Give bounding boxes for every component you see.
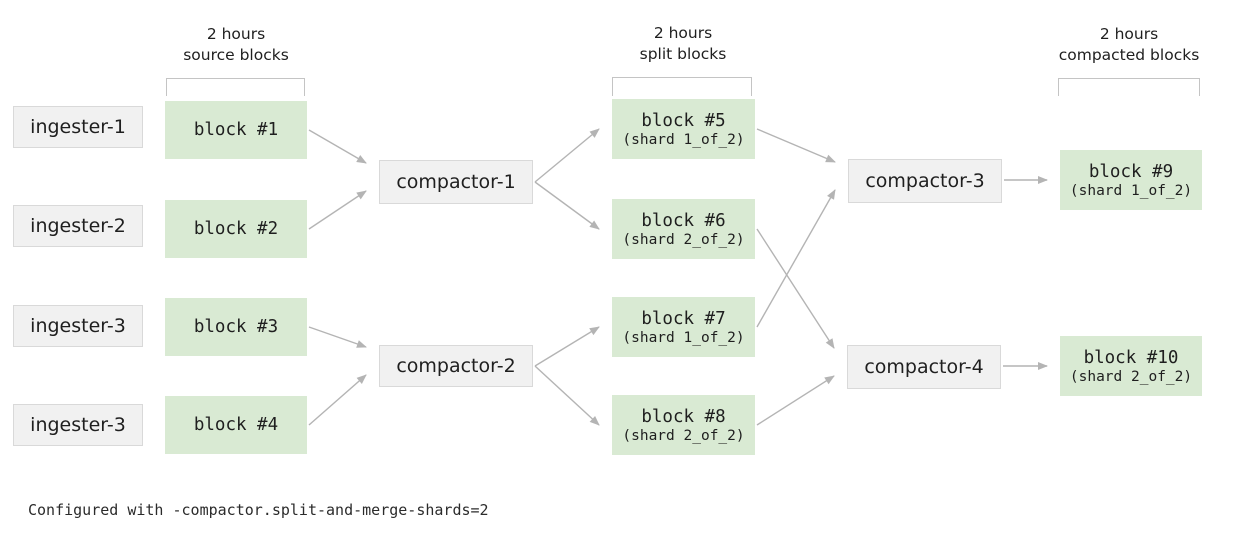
header-line: 2 hours <box>653 24 713 42</box>
block-label: block #9 <box>1088 161 1174 182</box>
arrow-block-5-to-compactor-3 <box>756 128 836 163</box>
box-block-2: block #2 <box>165 200 307 258</box>
arrow-block-3-to-compactor-2 <box>308 326 367 348</box>
compactor-label: compactor-4 <box>864 356 984 378</box>
box-block-3: block #3 <box>165 298 307 356</box>
block-shard-label: (shard 1_of_2) <box>622 131 745 148</box>
block-shard-label: (shard 2_of_2) <box>622 231 745 248</box>
box-block-6: block #6 (shard 2_of_2) <box>612 199 755 259</box>
time-bracket-source <box>166 78 305 96</box>
box-compactor-4: compactor-4 <box>847 345 1001 389</box>
box-ingester-3: ingester-3 <box>13 305 143 347</box>
ingester-label: ingester-2 <box>30 215 126 237</box>
header-line: compacted blocks <box>1058 46 1200 64</box>
ingester-label: ingester-3 <box>30 414 126 436</box>
ingester-label: ingester-1 <box>30 116 126 138</box>
block-label: block #3 <box>193 317 279 337</box>
box-block-8: block #8 (shard 2_of_2) <box>612 395 755 455</box>
block-shard-label: (shard 2_of_2) <box>622 427 745 444</box>
box-ingester-2: ingester-2 <box>13 205 143 247</box>
compactor-label: compactor-1 <box>396 171 516 193</box>
ingester-label: ingester-3 <box>30 315 126 337</box>
block-label: block #5 <box>641 110 726 131</box>
block-label: block #2 <box>193 219 279 239</box>
block-label: block #1 <box>193 120 279 140</box>
header-compacted-blocks: 2 hours compacted blocks <box>1019 24 1236 66</box>
arrow-compactor-2-to-block-8 <box>534 365 600 426</box>
box-block-5: block #5 (shard 1_of_2) <box>612 99 755 159</box>
block-shard-label: (shard 2_of_2) <box>1069 368 1193 385</box>
compactor-label: compactor-2 <box>396 355 516 377</box>
arrow-block-2-to-compactor-1 <box>308 190 367 230</box>
box-compactor-3: compactor-3 <box>848 159 1002 203</box>
arrow-compactor-2-to-block-7 <box>534 326 600 367</box>
box-compactor-1: compactor-1 <box>379 160 533 204</box>
arrow-block-8-to-compactor-4 <box>756 375 835 426</box>
box-block-10: block #10 (shard 2_of_2) <box>1060 336 1202 396</box>
header-line: 2 hours <box>206 25 266 43</box>
time-bracket-compacted <box>1058 78 1200 96</box>
block-label: block #7 <box>641 308 726 329</box>
arrow-compactor-1-to-block-5 <box>534 128 600 183</box>
arrow-block-1-to-compactor-1 <box>308 129 367 164</box>
config-caption: Configured with -compactor.split-and-mer… <box>28 501 489 519</box>
header-line: 2 hours <box>1099 25 1159 43</box>
box-block-7: block #7 (shard 1_of_2) <box>612 297 755 357</box>
block-label: block #4 <box>193 415 279 435</box>
time-bracket-split <box>612 77 752 96</box>
block-label: block #10 <box>1083 347 1179 368</box>
box-compactor-2: compactor-2 <box>379 345 533 387</box>
block-shard-label: (shard 1_of_2) <box>622 329 745 346</box>
header-split-blocks: 2 hours split blocks <box>573 23 793 65</box>
header-line: source blocks <box>183 46 289 64</box>
arrow-block-6-to-compactor-4 <box>756 228 835 349</box>
box-block-1: block #1 <box>165 101 307 159</box>
box-ingester-1: ingester-1 <box>13 106 143 148</box>
arrow-block-4-to-compactor-2 <box>308 374 367 426</box>
box-block-4: block #4 <box>165 396 307 454</box>
block-shard-label: (shard 1_of_2) <box>1069 182 1193 199</box>
compactor-label: compactor-3 <box>865 170 985 192</box>
arrow-compactor-1-to-block-6 <box>534 181 600 230</box>
header-source-blocks: 2 hours source blocks <box>126 24 346 66</box>
box-block-9: block #9 (shard 1_of_2) <box>1060 150 1202 210</box>
header-line: split blocks <box>639 45 727 63</box>
arrow-block-7-to-compactor-3 <box>756 189 836 328</box>
block-label: block #6 <box>641 210 726 231</box>
box-ingester-4: ingester-3 <box>13 404 143 446</box>
block-label: block #8 <box>641 406 726 427</box>
